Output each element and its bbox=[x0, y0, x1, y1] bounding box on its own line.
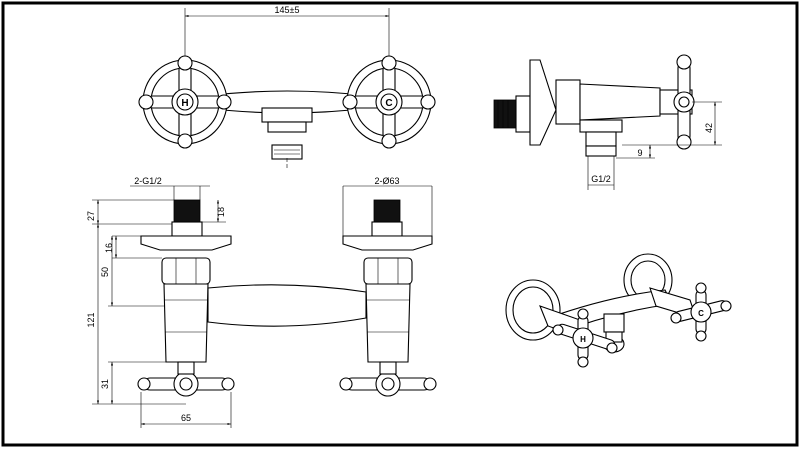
front-right-nut bbox=[371, 221, 403, 237]
side-flange bbox=[529, 59, 557, 146]
hot-marker-iso: H bbox=[580, 335, 586, 344]
dim-31-label: 31 bbox=[100, 379, 110, 389]
side-spout-outlet bbox=[585, 145, 617, 157]
front-left-threaded-inlet bbox=[173, 199, 201, 223]
flange-spec-label: 2-Ø63 bbox=[374, 176, 399, 186]
hot-marker-top: H bbox=[181, 98, 188, 109]
dim-121-label: 121 bbox=[86, 312, 96, 327]
top-spout-stem bbox=[267, 121, 307, 133]
cold-marker-top: C bbox=[385, 98, 392, 109]
cold-marker-iso: C bbox=[698, 309, 704, 318]
front-left-nut bbox=[171, 221, 203, 237]
front-view: 2-G1/2 2-Ø63 bbox=[86, 176, 437, 428]
front-right-body bbox=[365, 283, 411, 363]
isometric-view: H C bbox=[505, 253, 732, 368]
height-label: 42 bbox=[704, 123, 714, 133]
front-left-body bbox=[163, 283, 209, 363]
front-body-bar bbox=[207, 284, 367, 327]
front-right-threaded-inlet bbox=[373, 199, 401, 223]
side-thread-label: G1/2 bbox=[591, 174, 611, 184]
dim-50-label: 50 bbox=[100, 267, 110, 277]
iso-spout bbox=[603, 313, 625, 333]
offset-label: 9 bbox=[637, 148, 642, 158]
front-right-flange bbox=[342, 235, 433, 251]
dim-16-label: 16 bbox=[104, 243, 114, 253]
top-spout-outlet bbox=[271, 144, 303, 160]
front-right-handle-hub bbox=[375, 371, 401, 397]
thread-spec-label: 2-G1/2 bbox=[134, 176, 162, 186]
dim-65-label: 65 bbox=[181, 413, 191, 423]
side-body bbox=[579, 83, 661, 121]
dim-18-label: 18 bbox=[216, 207, 226, 217]
front-left-flange bbox=[140, 235, 232, 251]
center-distance-label: 145±5 bbox=[275, 5, 300, 15]
top-spout-nut bbox=[261, 107, 313, 123]
side-spout bbox=[585, 131, 617, 147]
dim-27-label: 27 bbox=[86, 211, 96, 221]
front-right-hex bbox=[363, 257, 413, 285]
iso-left-flange bbox=[505, 279, 561, 341]
side-view: 42 9 G1/2 bbox=[493, 54, 722, 190]
side-body-hex bbox=[555, 79, 581, 125]
front-left-handle-hub bbox=[173, 371, 199, 397]
side-nut bbox=[515, 95, 531, 133]
top-view: 145±5 H C bbox=[138, 5, 436, 170]
side-spout-nut bbox=[579, 119, 623, 133]
side-threaded-inlet bbox=[493, 99, 517, 129]
front-left-hex bbox=[161, 257, 211, 285]
